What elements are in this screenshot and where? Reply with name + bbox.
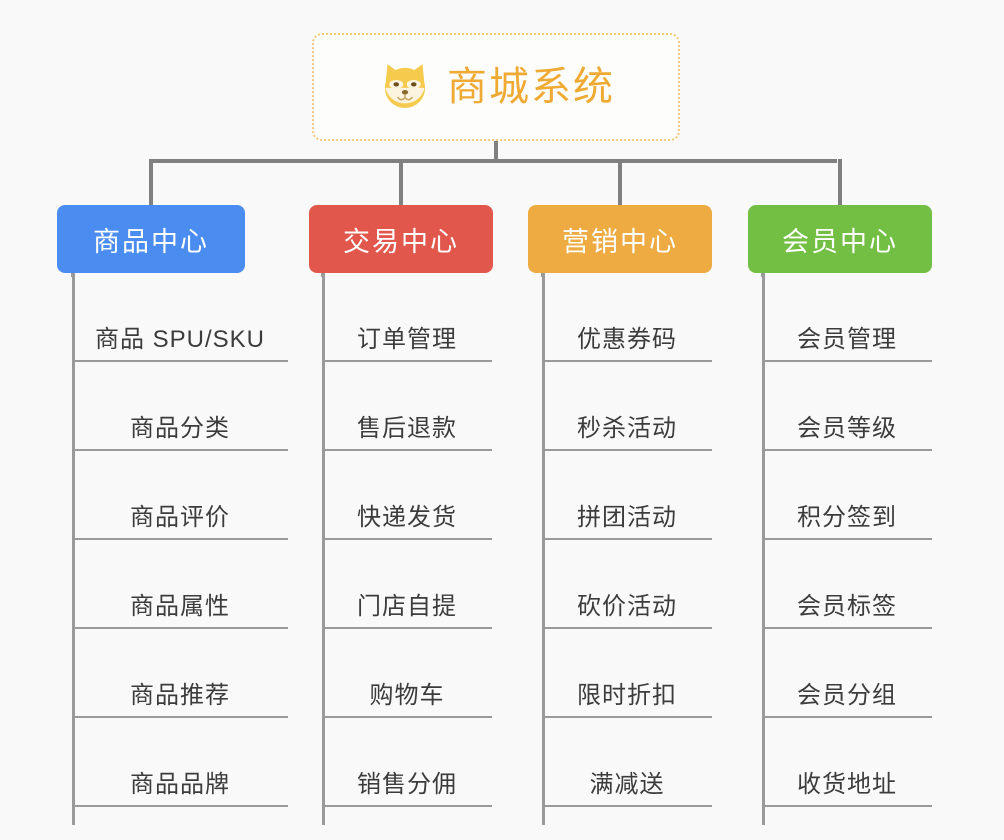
leaf-item[interactable]: 砍价活动 [542, 540, 712, 629]
leaf-item[interactable]: 拼团活动 [542, 451, 712, 540]
root-node-mall-system[interactable]: 商城系统 [312, 33, 680, 141]
leaf-item-label: 会员分组 [797, 682, 897, 709]
leaf-item[interactable]: 优惠券码 [542, 273, 712, 362]
leaf-item[interactable]: 限时折扣 [542, 629, 712, 718]
connector-drop-3 [618, 159, 622, 205]
leaf-item[interactable]: 秒杀活动 [542, 362, 712, 451]
leaf-item-label: 收货地址 [797, 771, 897, 798]
leaf-column-2: 订单管理售后退款快递发货门店自提购物车销售分佣 [322, 273, 542, 825]
leaf-item-label: 商品分类 [130, 415, 230, 442]
leaf-item-label: 会员标签 [797, 593, 897, 620]
connector-horizontal-bus [149, 159, 837, 163]
connector-drop-1 [149, 159, 153, 205]
leaf-column-4: 会员管理会员等级积分签到会员标签会员分组收货地址 [762, 273, 982, 825]
category-label: 交易中心 [343, 226, 459, 257]
leaf-item-label: 订单管理 [357, 326, 457, 353]
leaf-item[interactable]: 会员等级 [762, 362, 932, 451]
leaf-item[interactable]: 门店自提 [322, 540, 492, 629]
category-label: 商品中心 [93, 226, 209, 257]
leaf-item-label: 拼团活动 [577, 504, 677, 531]
leaf-item-label: 快递发货 [357, 504, 457, 531]
category-label: 营销中心 [562, 226, 678, 257]
leaf-column-1: 商品 SPU/SKU 商品分类商品评价商品属性商品推荐商品品牌 [72, 273, 292, 825]
leaf-item-label: 门店自提 [357, 593, 457, 620]
category-box-1[interactable]: 商品中心 [57, 205, 245, 273]
leaf-item-label: 商品品牌 [130, 771, 230, 798]
leaf-item[interactable]: 快递发货 [322, 451, 492, 540]
leaf-item[interactable]: 商品品牌 [72, 718, 288, 807]
leaf-item-label: 限时折扣 [577, 682, 677, 709]
leaf-item[interactable]: 收货地址 [762, 718, 932, 807]
leaf-item-label: 商品评价 [130, 504, 230, 531]
leaf-item[interactable]: 会员标签 [762, 540, 932, 629]
leaf-item[interactable]: 满减送 [542, 718, 712, 807]
leaf-item[interactable]: 商品 SPU/SKU [72, 273, 288, 362]
leaf-item-label: 秒杀活动 [577, 415, 677, 442]
leaf-spine [762, 273, 765, 825]
leaf-item-label: 积分签到 [797, 504, 897, 531]
leaf-item[interactable]: 积分签到 [762, 451, 932, 540]
leaf-item-label: 购物车 [369, 682, 445, 709]
category-box-2[interactable]: 交易中心 [309, 205, 493, 273]
leaf-item[interactable]: 销售分佣 [322, 718, 492, 807]
leaf-spine [542, 273, 545, 825]
leaf-item[interactable]: 商品分类 [72, 362, 288, 451]
category-box-4[interactable]: 会员中心 [748, 205, 932, 273]
leaf-item[interactable]: 会员分组 [762, 629, 932, 718]
connector-drop-2 [399, 159, 403, 205]
leaf-item[interactable]: 商品评价 [72, 451, 288, 540]
connector-root-stem [494, 141, 498, 163]
leaf-item[interactable]: 商品属性 [72, 540, 288, 629]
leaf-spine [72, 273, 75, 825]
connector-drop-4 [838, 159, 842, 205]
category-label: 会员中心 [782, 226, 898, 257]
leaf-item[interactable]: 售后退款 [322, 362, 492, 451]
leaf-column-3: 优惠券码秒杀活动拼团活动砍价活动限时折扣满减送 [542, 273, 762, 825]
leaf-item-label: 满减送 [589, 771, 665, 798]
leaf-item-label: 售后退款 [357, 415, 457, 442]
leaf-item-label: 商品属性 [130, 593, 230, 620]
leaf-item-label: 会员管理 [797, 326, 897, 353]
root-title: 商城系统 [447, 65, 615, 109]
leaf-item[interactable]: 商品推荐 [72, 629, 288, 718]
leaf-item-label: 会员等级 [797, 415, 897, 442]
category-box-3[interactable]: 营销中心 [528, 205, 712, 273]
leaf-item[interactable]: 订单管理 [322, 273, 492, 362]
leaf-item-label: 销售分佣 [357, 771, 457, 798]
leaf-item-label: 优惠券码 [577, 326, 677, 353]
leaf-item[interactable]: 购物车 [322, 629, 492, 718]
leaf-item-label: 砍价活动 [577, 593, 677, 620]
shiba-dog-face-icon [377, 59, 433, 115]
leaf-item-label: 商品推荐 [130, 682, 230, 709]
leaf-item[interactable]: 会员管理 [762, 273, 932, 362]
leaf-spine [322, 273, 325, 825]
leaf-item-label: 商品 SPU/SKU [94, 326, 266, 353]
